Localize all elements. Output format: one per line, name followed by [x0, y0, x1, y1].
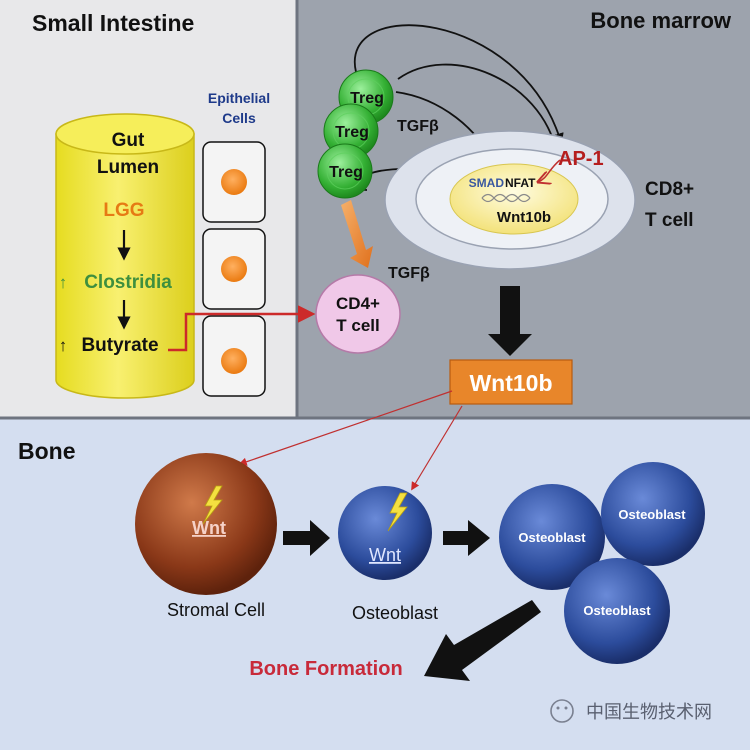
- lumen-label: Lumen: [97, 157, 159, 178]
- mature-osteoblast-3: [564, 558, 670, 664]
- butyrate-to-cd4-arrow: [168, 305, 316, 352]
- ap1-to-nfat-arrow: [538, 159, 561, 182]
- osteoblast-to-bone-formation-arrow: [424, 600, 541, 681]
- treg-cell-3: [317, 143, 373, 199]
- stromal-to-osteoblast-arrow: [283, 520, 330, 556]
- osteoblast-lightning-icon: [387, 492, 408, 532]
- wnt10b-box: [449, 359, 573, 405]
- epithelial-cell-1: [202, 141, 266, 223]
- osteoblast-to-mature-arrow: [443, 520, 490, 556]
- butyrate-label: Butyrate: [81, 335, 158, 356]
- watermark-text: 中国生物技术网: [586, 702, 712, 723]
- stromal-cell-label: Stromal Cell: [167, 600, 265, 620]
- mature-osteoblast-label-2: Osteoblast: [618, 507, 686, 522]
- bone-formation-label: Bone Formation: [249, 658, 402, 680]
- osteoblast-precursor: [338, 486, 432, 580]
- cd4-label-line2: T cell: [336, 316, 379, 335]
- wnt10b-to-stromal-arrow: [238, 390, 453, 466]
- osteoblast-wnt-label: Wnt: [369, 545, 401, 565]
- stromal-cell: [135, 453, 277, 595]
- cells-label: Cells: [222, 110, 256, 126]
- stromal-lightning-icon: [202, 485, 223, 525]
- tgfb-label-upper: TGFβ: [397, 118, 439, 135]
- gut-lumen-cylinder: [55, 113, 195, 399]
- nfat-label: NFAT: [505, 176, 536, 190]
- gut-label: Gut: [112, 130, 145, 151]
- treg-label-1: Treg: [350, 90, 384, 107]
- cd8-label-line2: T cell: [645, 210, 694, 231]
- treg-label-3: Treg: [329, 164, 363, 181]
- dna-helix-icon: [481, 193, 531, 203]
- nucleus-wnt10b-label: Wnt10b: [497, 209, 551, 226]
- cd4-label-line1: CD4+: [336, 294, 380, 313]
- butyrate-up-arrow: ↑: [59, 336, 68, 355]
- wnt10b-box-label: Wnt10b: [469, 370, 552, 396]
- tgfb-label-lower: TGFβ: [388, 265, 430, 282]
- epithelial-cell-3: [202, 315, 266, 397]
- bone-marrow-title: Bone marrow: [590, 8, 731, 33]
- watermark: 中国生物技术网: [550, 699, 712, 723]
- stromal-wnt-label: Wnt: [192, 518, 226, 538]
- epithelial-cell-2: [202, 228, 266, 310]
- clostridia-label: Clostridia: [84, 272, 172, 293]
- clostridia-up-arrow: ↑: [59, 273, 68, 292]
- treg-cell-2: [323, 103, 379, 159]
- treg-to-cd4-tgfb-arrow: [341, 200, 373, 268]
- treg-label-2: Treg: [335, 124, 369, 141]
- epithelial-label: Epithelial: [208, 90, 270, 106]
- bone-title: Bone: [18, 438, 76, 464]
- mature-osteoblast-label-1: Osteoblast: [518, 530, 586, 545]
- mature-osteoblast-label-3: Osteoblast: [583, 603, 651, 618]
- osteoblast-label: Osteoblast: [352, 603, 438, 623]
- cd4-cell: [315, 274, 401, 354]
- mature-osteoblast-1: [499, 484, 605, 590]
- ap1-label: AP-1: [558, 148, 604, 170]
- lgg-label: LGG: [103, 200, 144, 221]
- wnt10b-to-osteoblast-arrow: [411, 405, 463, 491]
- small-intestine-title: Small Intestine: [32, 10, 194, 36]
- cd8-to-wnt10b-arrow: [488, 286, 532, 356]
- smad-label: SMAD: [469, 176, 505, 190]
- mature-osteoblast-2: [601, 462, 705, 566]
- cd8-label-line1: CD8+: [645, 179, 694, 200]
- wechat-icon: [550, 699, 574, 723]
